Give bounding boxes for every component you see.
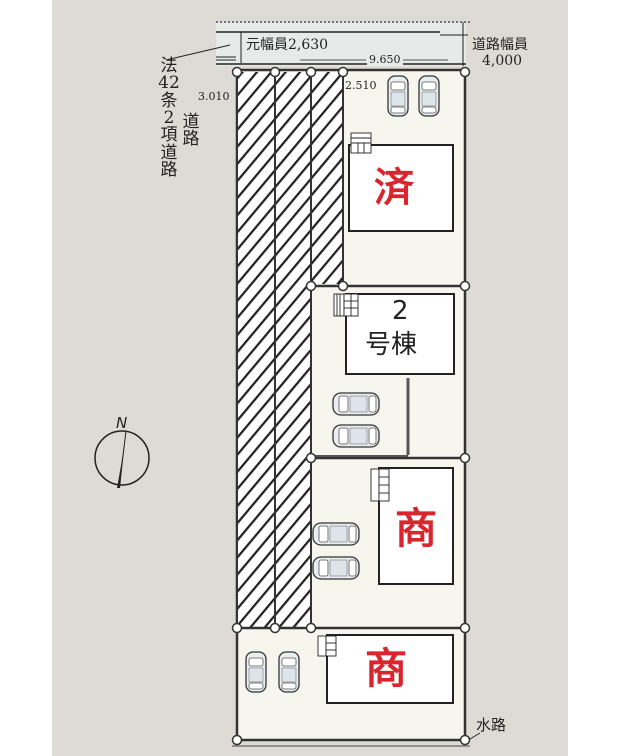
legal-road-label: 法 42 条 2 項 道 路 [158, 56, 180, 180]
waterway-label: 水路 [476, 716, 507, 734]
legal-road-label-2: 道 路 [182, 112, 200, 150]
site-plan-drawing [94, 21, 481, 747]
lot-3-status-negotiation[interactable]: 商 [395, 504, 438, 553]
front-road [165, 21, 470, 66]
lot-2-label[interactable]: 号棟 [365, 330, 418, 360]
compass [94, 430, 150, 489]
hatched-access-strips [238, 72, 344, 628]
frontage-dimension: 9.650 [367, 53, 403, 66]
lot-4-status-negotiation[interactable]: 商 [365, 644, 408, 693]
left-dimension: 3.010 [198, 90, 230, 103]
road-width-value: 4,000 [482, 53, 523, 69]
lot-2-number[interactable]: 2 [392, 296, 409, 326]
lot-1-status-sold[interactable]: 済 [374, 165, 414, 211]
original-width-label: 元幅員2,630 [246, 37, 329, 53]
road-width-label: 道路幅員 [472, 37, 528, 53]
site-plan: 元幅員2,630 道路幅員 4,000 9.650 3.010 2.510 法 … [52, 0, 568, 756]
compass-north-label: N [116, 414, 128, 432]
right-dimension: 2.510 [345, 79, 377, 92]
